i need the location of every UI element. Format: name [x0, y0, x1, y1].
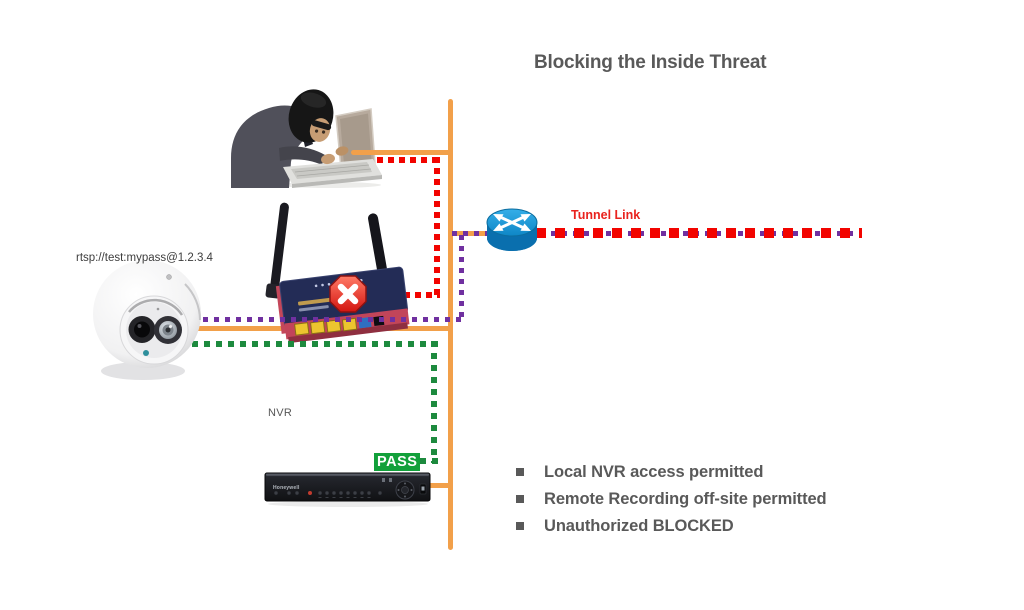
hacker-figure	[231, 89, 382, 188]
keyboard-rows	[294, 164, 372, 177]
usb-port	[419, 483, 427, 495]
indicator-glyph	[389, 478, 392, 482]
list-item: Unauthorized BLOCKED	[516, 515, 827, 542]
nvr-brand: Honeywell	[273, 485, 300, 491]
router-print	[297, 296, 338, 306]
tunnel-link-label: Tunnel Link	[571, 208, 641, 222]
hacker-hand	[335, 146, 349, 156]
ir-lens-core	[165, 327, 171, 333]
ir-glint	[169, 325, 172, 328]
allowed-path-from-camera	[168, 341, 438, 347]
pass-badge: PASS	[374, 453, 421, 471]
nvr-link-line	[423, 483, 452, 488]
nvr-shadow	[268, 501, 428, 507]
square-bullet-icon	[516, 522, 524, 530]
tunnel-path-vertical	[459, 235, 464, 322]
wifi-router-device	[265, 202, 410, 344]
tunnel-path-from-camera	[170, 317, 464, 322]
hacker-link-line	[351, 150, 452, 155]
camera-rtsp-label: rtsp://test:mypass@1.2.3.4	[76, 252, 213, 264]
hacker-hand	[321, 153, 335, 165]
ip-camera-device	[93, 260, 201, 380]
router-arrows	[493, 214, 531, 231]
list-item-text: Unauthorized BLOCKED	[544, 517, 734, 535]
tunnel-link-dashes	[536, 228, 862, 238]
face-shadow-arc	[128, 298, 184, 316]
list-item-text: Local NVR access permitted	[544, 463, 764, 481]
list-item: Remote Recording off-site permitted	[516, 488, 827, 515]
summary-list: Local NVR access permitted Remote Record…	[516, 461, 827, 542]
record-led	[308, 491, 312, 495]
laptop-screen-panel	[340, 113, 372, 165]
allowed-path-to-nvr	[408, 458, 438, 464]
nvr-top-edge	[266, 473, 429, 476]
hacker-arm	[279, 146, 325, 165]
list-item: Local NVR access permitted	[516, 461, 827, 488]
blocked-path-top	[366, 157, 440, 163]
allowed-path-vertical	[431, 341, 437, 463]
x-glyph	[337, 283, 359, 305]
laptop-front-edge	[292, 175, 382, 188]
status-led	[143, 350, 149, 356]
blocked-x-icon	[329, 275, 367, 313]
front-buttons	[273, 490, 383, 496]
camera-base	[101, 362, 185, 380]
dome-seam	[184, 283, 201, 321]
nvr-label: NVR	[268, 407, 293, 419]
square-bullet-icon	[516, 468, 524, 476]
lens-glint	[137, 324, 142, 328]
cisco-router-icon	[486, 208, 538, 251]
antenna-left	[269, 202, 289, 297]
indicator-glyph	[382, 478, 385, 482]
d-pad	[395, 480, 415, 500]
backbone-line-vertical	[448, 99, 453, 550]
blocked-path-vertical	[434, 157, 440, 298]
mic-hole	[156, 307, 160, 311]
list-item-text: Remote Recording off-site permitted	[544, 490, 827, 508]
button-labels	[318, 497, 371, 498]
nvr-chassis	[264, 472, 431, 502]
square-bullet-icon	[516, 495, 524, 503]
nvr-device: Honeywell	[264, 472, 431, 507]
face-opening	[309, 118, 332, 142]
dome-screw	[166, 274, 172, 280]
page-title: Blocking the Inside Threat	[534, 52, 767, 73]
router-print	[298, 305, 329, 312]
camera-lens-iris	[134, 321, 150, 338]
